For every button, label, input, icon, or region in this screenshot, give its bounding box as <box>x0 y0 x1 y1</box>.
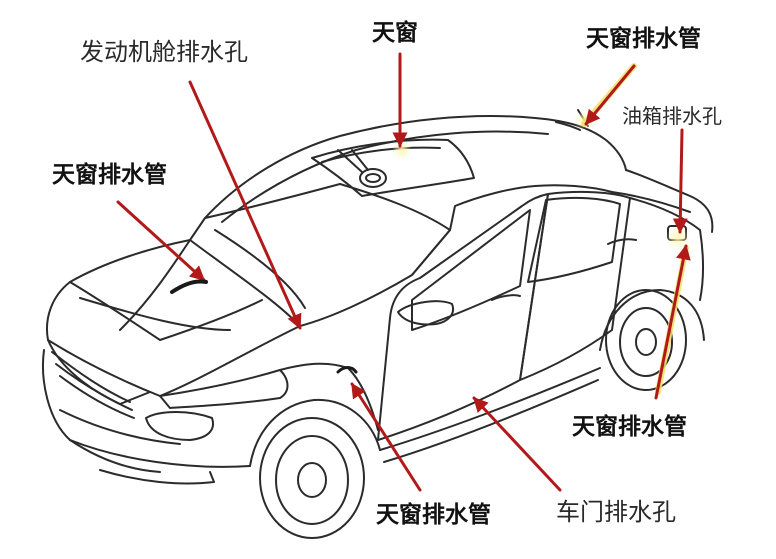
highlight-glows <box>392 111 690 250</box>
label-sunroof-drain-tube-top-right: 天窗排水管 <box>586 26 701 52</box>
pointer-arrows <box>116 52 691 492</box>
hood <box>47 240 300 396</box>
front-wheel-arch <box>250 400 380 466</box>
front-bumper <box>70 440 250 467</box>
headlight <box>160 370 288 408</box>
fog-light <box>146 412 213 440</box>
front-door <box>378 194 548 440</box>
front-wheel <box>260 418 364 538</box>
side-mirror <box>398 301 453 324</box>
car-outline <box>43 110 712 538</box>
label-sunroof: 天窗 <box>372 20 418 46</box>
arrow-engine-bay-drain <box>188 80 302 330</box>
arrow-sunroof-tube-front-door <box>350 382 422 492</box>
arrow-door-drain <box>472 396 562 492</box>
sunroof-knob <box>360 169 386 187</box>
label-fuel-tank-drain: 油箱排水孔 <box>622 104 722 128</box>
label-sunroof-drain-tube-rear-wheel: 天窗排水管 <box>572 414 687 440</box>
label-sunroof-drain-tube-front-door: 天窗排水管 <box>376 502 491 528</box>
drain-markers <box>170 279 358 374</box>
arrow-fuel-tank-drain <box>672 128 688 234</box>
side-sill <box>380 368 600 450</box>
sunroof-panel <box>312 140 474 196</box>
arrow-sunroof-tube-left <box>116 200 206 282</box>
arrow-sunroof-tube-rear-wheel <box>654 244 691 400</box>
rear-door <box>520 192 630 380</box>
rear-wheel <box>606 290 686 390</box>
roof-outline <box>205 116 626 218</box>
label-sunroof-drain-tube-left: 天窗排水管 <box>52 162 167 188</box>
arrow-sunroof-tube-top-right <box>584 64 636 126</box>
label-door-drain: 车门排水孔 <box>556 498 676 526</box>
label-engine-bay-drain: 发动机舱排水孔 <box>80 38 248 66</box>
